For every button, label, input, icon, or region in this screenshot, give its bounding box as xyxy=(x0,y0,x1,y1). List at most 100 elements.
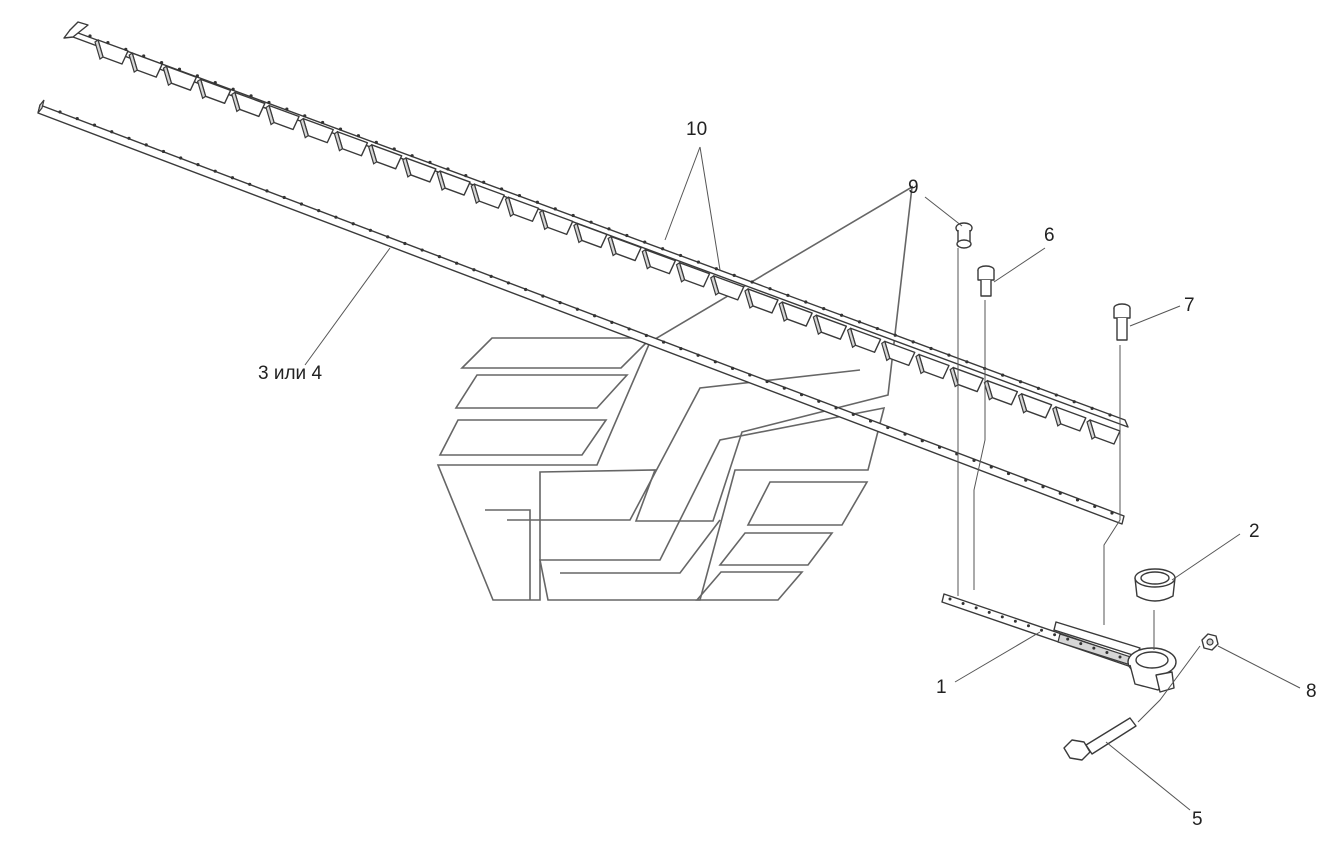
bolt-hole xyxy=(161,149,166,154)
bolt-hole xyxy=(903,432,907,436)
knife-section-edge xyxy=(265,104,275,126)
knife-section-edge xyxy=(607,235,617,257)
bolt-hole xyxy=(1006,471,1011,476)
bolt-hole xyxy=(817,399,821,403)
knife-section-edge xyxy=(812,314,823,336)
knife-section-edge xyxy=(333,130,344,152)
bolt-5 xyxy=(1063,717,1137,761)
bolt-hole xyxy=(868,419,873,423)
knife-section-edge xyxy=(504,196,515,218)
rivet-hole xyxy=(696,260,701,264)
bolt-hole xyxy=(282,195,286,200)
knife-section-edge xyxy=(915,353,925,375)
bolt-hole xyxy=(610,320,614,324)
bolt-hole xyxy=(989,465,993,469)
bolt-hole xyxy=(1110,511,1114,515)
bolt-hole xyxy=(920,439,924,443)
rivet-hole xyxy=(750,280,754,284)
rivet-hole xyxy=(374,140,378,144)
bolt-hole xyxy=(230,176,235,180)
knife-section-edge xyxy=(470,183,480,205)
bolt-hole xyxy=(730,366,735,370)
knife-section-edge xyxy=(778,301,788,323)
bolt-hole xyxy=(351,222,355,226)
watermark-logo xyxy=(436,185,913,601)
bolt-hole xyxy=(558,301,562,305)
rivet-hole xyxy=(142,54,146,58)
leader-lines xyxy=(304,146,1301,811)
rivet-hole xyxy=(124,47,128,51)
rivet-hole xyxy=(535,200,539,204)
bolt-hole xyxy=(1024,478,1028,482)
rivet-hole xyxy=(661,247,665,251)
knife-section-edge xyxy=(196,78,207,100)
rivet-hole xyxy=(822,307,826,311)
knife-section-edge xyxy=(641,248,652,270)
rivet-hole xyxy=(643,240,647,244)
rivet-hole xyxy=(303,114,307,118)
head-hole xyxy=(1013,619,1017,623)
bolt-hole xyxy=(696,353,700,357)
bolt-hole xyxy=(299,202,304,206)
bolt-hole xyxy=(248,182,252,186)
bolt-hole xyxy=(937,445,942,449)
head-hole xyxy=(974,606,978,610)
bolt-hole xyxy=(782,386,786,390)
callout-9: 9 xyxy=(908,177,919,198)
bolt-6 xyxy=(977,265,995,297)
callout-7: 7 xyxy=(1184,295,1195,316)
bolt-hole xyxy=(834,406,838,410)
knife-section-edge xyxy=(128,52,138,74)
rivet-hole xyxy=(607,227,611,231)
rivet-hole xyxy=(786,293,790,297)
head-hole xyxy=(1079,642,1083,646)
knife-head-holes xyxy=(948,597,1122,659)
bolt-hole xyxy=(972,458,976,463)
rivet-hole xyxy=(965,360,969,364)
callout-1: 1 xyxy=(936,677,947,698)
knife-section-edge xyxy=(710,274,720,296)
bolt-hole xyxy=(662,340,666,344)
rivet-hole xyxy=(482,180,486,184)
bolt-7 xyxy=(1113,303,1131,341)
rivet-hole xyxy=(625,233,629,238)
rivet-hole xyxy=(947,353,951,357)
knife-section-edge xyxy=(675,261,686,283)
knife-sections-bar xyxy=(63,21,1129,445)
head-hole xyxy=(1026,624,1030,628)
rivet-hole xyxy=(1072,400,1076,404)
bolt-hole xyxy=(765,379,769,384)
rivet-hole xyxy=(1001,373,1005,377)
bolt-hole xyxy=(265,189,269,193)
rivet-hole xyxy=(1090,406,1094,410)
knife-section-edge xyxy=(1086,419,1096,440)
assembly-axes xyxy=(957,248,1201,723)
knife-section-edge xyxy=(162,65,173,87)
bolt-hole xyxy=(524,287,528,292)
bolt-hole xyxy=(575,307,579,311)
callout-10: 10 xyxy=(686,119,708,140)
knife-section-edge xyxy=(1017,392,1028,414)
bolt-hole xyxy=(403,241,407,246)
knife-section-edge xyxy=(881,340,891,362)
bolt-hole xyxy=(334,215,338,219)
rivet-hole xyxy=(338,127,343,131)
head-hole xyxy=(1053,633,1057,637)
knife-section-edge xyxy=(436,170,446,191)
rivet-hole xyxy=(88,34,92,38)
rivet-hole xyxy=(267,100,271,105)
callout-3-or-4: 3 или 4 xyxy=(258,363,323,384)
bolt-hole xyxy=(886,425,890,430)
head-hole xyxy=(1040,628,1044,632)
bolt-hole xyxy=(144,143,148,147)
rivet-hole xyxy=(321,120,325,125)
rivet-hole xyxy=(714,267,718,271)
bolt-hole xyxy=(1058,491,1062,495)
bolt-hole xyxy=(92,123,97,127)
knife-head xyxy=(941,593,1177,693)
knife-section-edge xyxy=(367,143,378,165)
knife-section-edge xyxy=(744,288,754,309)
bolt-hole xyxy=(196,162,200,167)
rivet-hole xyxy=(929,346,933,351)
